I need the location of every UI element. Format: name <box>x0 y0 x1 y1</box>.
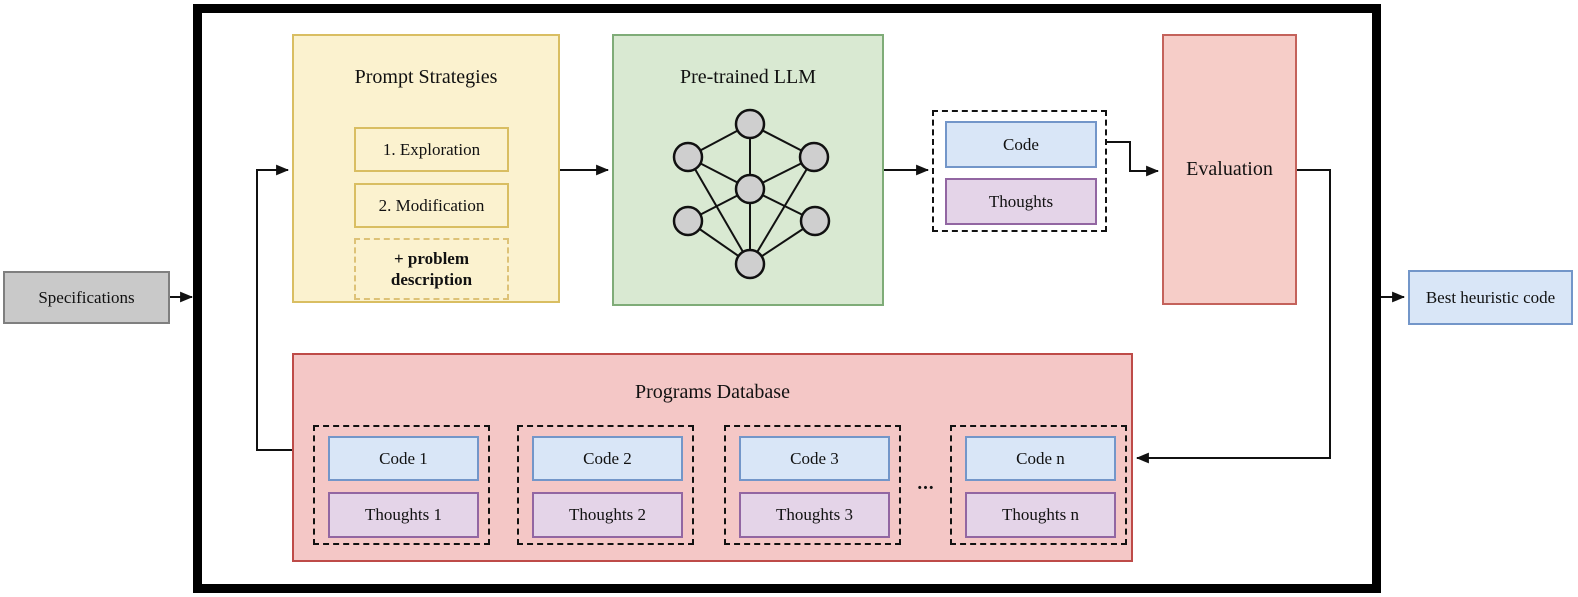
strategy-modification: 2. Modification <box>354 183 509 228</box>
code-n-box: Code n <box>965 436 1116 481</box>
prompt-strategies-box: Prompt Strategies 1. Exploration 2. Modi… <box>292 34 560 303</box>
output-code-box: Code <box>945 121 1097 168</box>
thoughts-3-box: Thoughts 3 <box>739 492 890 538</box>
programs-database-box: Programs Database Code 1 Thoughts 1 Code… <box>292 353 1133 562</box>
pretrained-llm-box: Pre-trained LLM <box>612 34 884 306</box>
specifications-box: Specifications <box>3 271 170 324</box>
thoughts-1-box: Thoughts 1 <box>328 492 479 538</box>
output-thoughts-box: Thoughts <box>945 178 1097 225</box>
program-group-2: Code 2 Thoughts 2 <box>517 425 694 545</box>
pretrained-llm-title: Pre-trained LLM <box>679 66 817 88</box>
best-heuristic-code-box: Best heuristic code <box>1408 270 1573 325</box>
program-group-1: Code 1 Thoughts 1 <box>313 425 490 545</box>
code-2-box: Code 2 <box>532 436 683 481</box>
specifications-label: Specifications <box>38 287 135 307</box>
database-ellipsis: ... <box>917 473 935 494</box>
program-group-3: Code 3 Thoughts 3 <box>724 425 901 545</box>
strategy-exploration: 1. Exploration <box>354 127 509 172</box>
neural-network-icon <box>672 108 831 280</box>
evaluation-label: Evaluation <box>1186 158 1273 180</box>
system-frame <box>193 4 1381 593</box>
prompt-strategies-title: Prompt Strategies <box>354 66 498 88</box>
problem-description-note: + problem description <box>354 238 509 300</box>
llm-output-group: Code Thoughts <box>932 110 1107 232</box>
code-1-box: Code 1 <box>328 436 479 481</box>
best-heuristic-code-label: Best heuristic code <box>1425 287 1556 307</box>
thoughts-2-box: Thoughts 2 <box>532 492 683 538</box>
program-group-n: Code n Thoughts n <box>950 425 1127 545</box>
programs-database-title: Programs Database <box>635 381 790 403</box>
code-3-box: Code 3 <box>739 436 890 481</box>
evaluation-box: Evaluation <box>1162 34 1297 305</box>
thoughts-n-box: Thoughts n <box>965 492 1116 538</box>
